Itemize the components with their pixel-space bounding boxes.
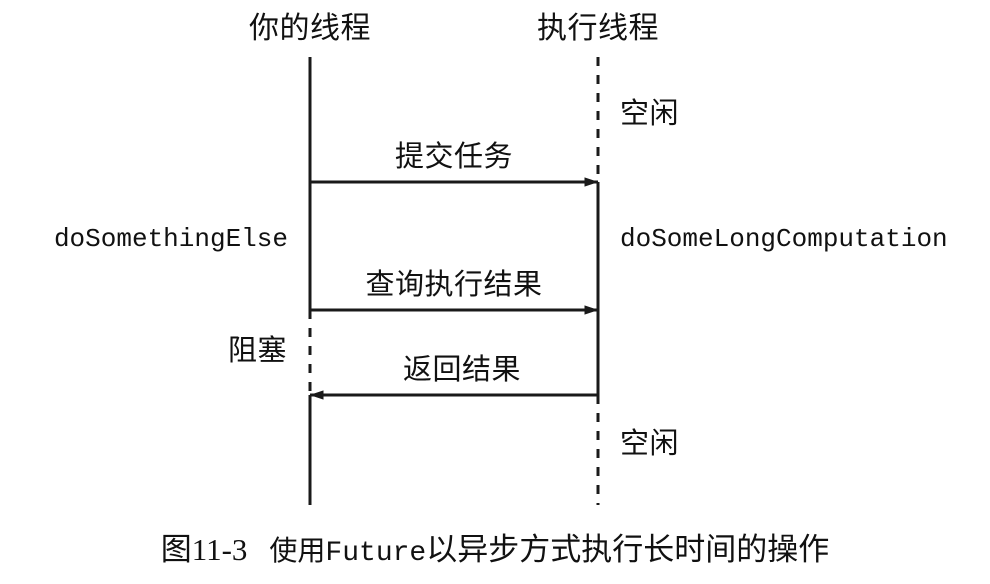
caption-mono-term: 使用Future (269, 538, 427, 569)
annotation-executor-idle-bottom: 空闲 (620, 428, 680, 460)
message-label-query-result: 查询执行结果 (365, 269, 543, 301)
caption-text: 以异步方式执行长时间的操作 (426, 532, 830, 567)
message-label-submit-task: 提交任务 (394, 141, 514, 173)
figure-caption: 图11-3 使用Future以异步方式执行长时间的操作 (0, 524, 990, 569)
annotation-caller-activity: doSomethingElse (53, 224, 288, 254)
lifeline-title-executor-thread: 执行线程 (537, 12, 659, 45)
message-label-return-result: 返回结果 (402, 354, 522, 386)
caption-number: 图11-3 (160, 532, 248, 567)
lifeline-title-caller-thread: 你的线程 (249, 12, 371, 45)
annotation-caller-blocked: 阻塞 (227, 335, 287, 367)
annotation-executor-idle-top: 空闲 (620, 98, 680, 130)
messages-group (309, 177, 599, 400)
annotation-executor-activity: doSomeLongComputation (620, 224, 948, 254)
